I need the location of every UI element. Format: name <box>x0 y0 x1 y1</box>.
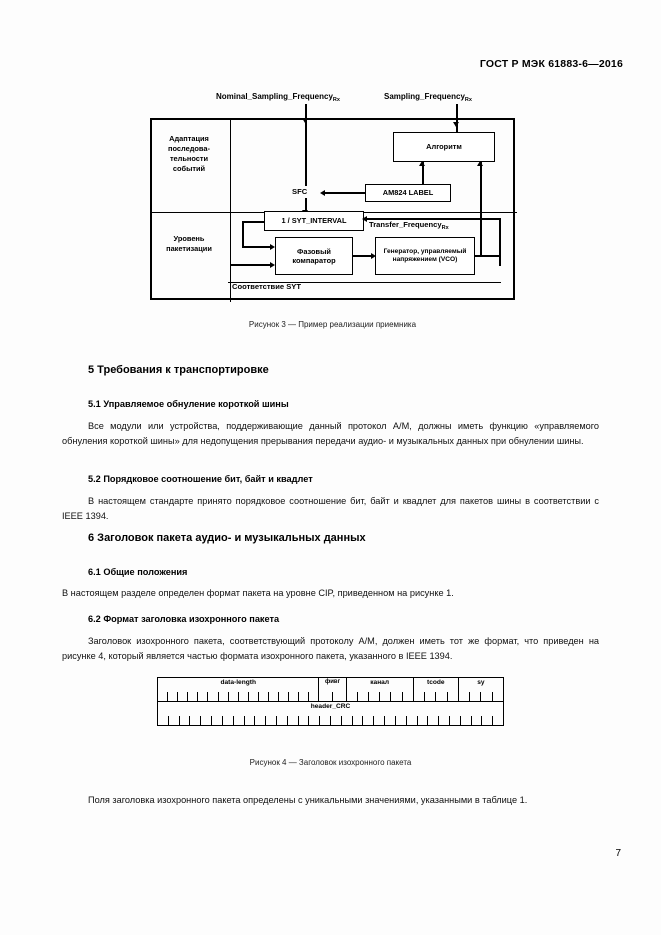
label-sfc: SFC <box>292 187 308 196</box>
arrowhead-transfer-to-syt <box>362 216 367 222</box>
heading-section-6-2: 6.2 Формат заголовка изохронного пакета <box>88 614 280 624</box>
packet-header-row-1: data-length фивг канал <box>157 677 504 702</box>
arrowhead-vco-to-algorithm <box>477 161 484 166</box>
connector-sfc-upper <box>305 118 307 186</box>
figure-4-caption: Рисунок 4 — Заголовок изохронного пакета <box>249 758 412 767</box>
connector-nominal-freq <box>305 104 307 123</box>
connector-vco-to-algorithm <box>480 162 482 255</box>
label-syt-match: Соответствие SYT <box>232 282 301 291</box>
row-title-event-sequence-adaptation: Адаптация последова- тельности событий <box>168 134 210 173</box>
row-title-packetization-level: Уровень пакетизации <box>166 234 212 253</box>
arrowhead-am824-to-algorithm <box>419 161 426 166</box>
packet-field-header-crc: header_CRC <box>158 702 503 725</box>
arrowhead-am824-to-sfc <box>320 190 325 196</box>
block-phase-comparator: Фазовый компаратор <box>275 237 353 275</box>
document-header: ГОСТ Р МЭК 61883-6—2016 <box>479 58 623 70</box>
paragraph-section-5-1: Все модули или устройства, поддерживающи… <box>62 421 599 446</box>
paragraph-section-6-1: В настоящем разделе определен формат пак… <box>62 588 454 598</box>
connector-sampling-to-algorithm <box>456 128 458 133</box>
heading-section-5: 5 Требования к транспортировке <box>88 364 269 376</box>
block-vco: Генератор, управляемый напряжением (VCO) <box>375 237 475 275</box>
connector-vco-to-rail <box>475 255 501 257</box>
label-nominal-sampling-frequency: Nominal_Sampling_FrequencyRx <box>216 92 340 103</box>
bit-ticks-tcode <box>414 692 458 701</box>
bit-ticks-tag <box>319 692 345 701</box>
packet-field-channel: канал <box>347 678 414 701</box>
packet-field-sy: sy <box>459 678 503 701</box>
block-am824-label: AM824 LABEL <box>365 184 451 202</box>
block-algorithm: Алгоритм <box>393 132 495 162</box>
figure-3-receiver-diagram: Nominal_Sampling_FrequencyRx Sampling_Fr… <box>150 92 517 329</box>
heading-section-6: 6 Заголовок пакета аудио- и музыкальных … <box>88 532 366 544</box>
paragraph-section-6-2: Заголовок изохронного пакета, соответств… <box>62 636 599 661</box>
figure-4-isochronous-packet-header: data-length фивг канал <box>157 677 504 727</box>
arrowhead-syt-match-to-comparator <box>270 262 275 268</box>
bit-ticks-channel <box>347 692 413 701</box>
heading-section-6-1: 6.1 Общие положения <box>88 567 188 577</box>
connector-transfer-frequency-right <box>499 218 501 266</box>
bit-ticks-sy <box>459 692 503 701</box>
heading-section-5-1: 5.1 Управляемое обнуление короткой шины <box>88 399 289 409</box>
packet-field-tag: фивг <box>319 678 347 701</box>
packet-field-tcode: tcode <box>414 678 459 701</box>
connector-transfer-frequency-top <box>364 218 501 220</box>
heading-section-5-2: 5.2 Порядковое соотношение бит, байт и к… <box>88 474 313 484</box>
bit-ticks-header-crc <box>158 716 503 725</box>
label-transfer-frequency: Transfer_FrequencyRx <box>369 220 449 231</box>
connector-syt-left-down <box>242 221 244 247</box>
packet-field-data-length: data-length <box>158 678 320 701</box>
connector-am824-to-algorithm <box>422 162 424 192</box>
connector-sampling-freq <box>456 104 458 128</box>
connector-am824-to-sfc <box>322 192 365 194</box>
paragraph-section-5-2: В настоящем стандарте принято порядковое… <box>62 496 599 521</box>
figure-3-caption: Рисунок 3 — Пример реализации приемника <box>248 320 417 329</box>
arrowhead-comparator-to-vco <box>371 253 376 259</box>
figure-3-vertical-divider <box>230 120 231 302</box>
connector-sfc-lower <box>305 198 307 213</box>
packet-header-row-2: header_CRC <box>157 701 504 726</box>
arrowhead-sampling-freq <box>453 122 460 127</box>
connector-comparator-to-vco <box>353 255 373 257</box>
paragraph-closing: Поля заголовка изохронного пакета опреде… <box>88 795 528 805</box>
label-sampling-frequency: Sampling_FrequencyRx <box>384 92 472 103</box>
page-number: 7 <box>615 848 621 859</box>
bit-ticks-data-length <box>158 692 318 701</box>
block-syt-interval: 1 / SYT_INTERVAL <box>264 211 364 231</box>
connector-syt-to-comparator <box>242 246 272 248</box>
connector-syt-left-out <box>242 221 265 223</box>
connector-syt-match-to-comparator <box>230 264 272 266</box>
arrowhead-syt-to-comparator <box>270 244 275 250</box>
separator-syt-match <box>228 282 501 284</box>
